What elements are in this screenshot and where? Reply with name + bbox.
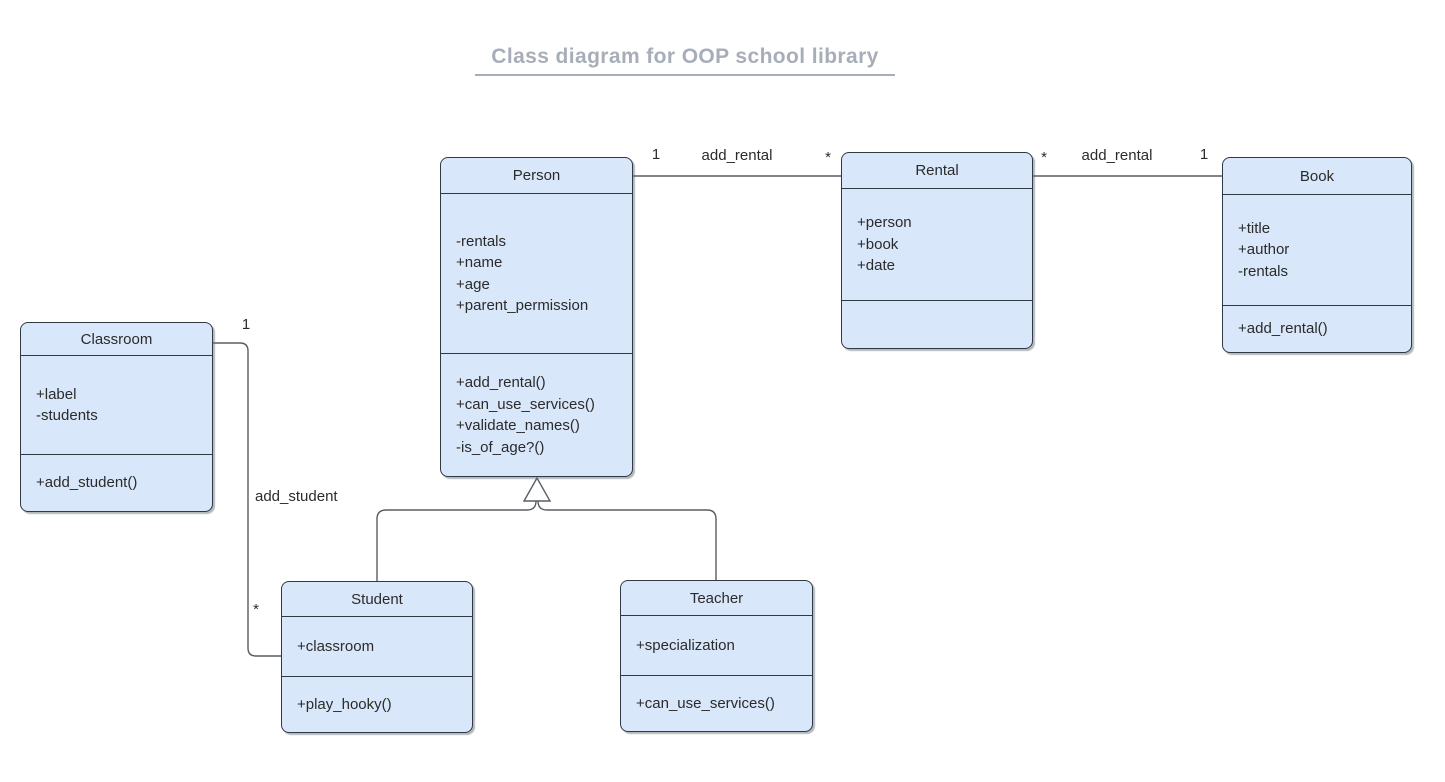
association-label-rental-book: add_rental	[1081, 147, 1153, 164]
multiplicity-student-end: *	[253, 601, 259, 618]
class-rental-methods	[842, 300, 1032, 348]
class-teacher-name: Teacher	[621, 581, 812, 616]
attribute-line: -students	[36, 407, 98, 424]
multiplicity-rental-end: *	[825, 149, 831, 166]
multiplicity-book-end: 1	[1199, 146, 1209, 163]
method-line: +add_rental()	[456, 374, 546, 391]
method-line: +play_hooky()	[297, 695, 392, 713]
class-person-name: Person	[441, 158, 632, 194]
inheritance-branch-teacher	[537, 500, 717, 580]
attribute-line: +date	[857, 257, 895, 275]
method-line: +add_rental()	[1238, 320, 1328, 338]
attribute-line: +person	[857, 214, 912, 232]
class-person-methods: +add_rental() +can_use_services() +valid…	[441, 353, 632, 476]
method-line: +can_use_services()	[636, 694, 775, 712]
method-line: +add_student()	[36, 474, 138, 492]
attribute-line: +book	[857, 235, 899, 253]
method-line: +can_use_services()	[456, 395, 595, 413]
attribute-line: -rentals	[1238, 262, 1289, 280]
attribute-line: +name	[456, 254, 503, 271]
association-label-classroom-student: add_student	[255, 488, 338, 505]
attribute-line: +age	[456, 275, 490, 293]
inheritance-branch-student	[376, 500, 537, 581]
association-classroom-student	[213, 342, 281, 657]
class-person: Person -rentals +name +age +parent_permi…	[440, 157, 633, 477]
class-book-attributes: +title +author -rentals	[1223, 195, 1411, 305]
multiplicity-person-end: 1	[651, 146, 661, 163]
multiplicity-rental-end-2: *	[1041, 149, 1047, 166]
attribute-line: -rentals	[456, 232, 507, 250]
class-rental-name: Rental	[842, 153, 1032, 189]
method-line: +validate_names()	[456, 417, 580, 434]
class-classroom: Classroom +label -students +add_student(…	[20, 322, 213, 512]
class-person-attributes: -rentals +name +age +parent_permission	[441, 194, 632, 353]
attribute-line: +specialization	[636, 636, 735, 654]
class-student-name: Student	[282, 582, 472, 617]
class-classroom-name: Classroom	[21, 323, 212, 356]
attribute-line: +parent_permission	[456, 297, 589, 314]
class-book-methods: +add_rental()	[1223, 305, 1411, 352]
class-teacher: Teacher +specialization +can_use_service…	[620, 580, 813, 732]
inheritance-triangle-icon	[522, 476, 552, 502]
class-teacher-methods: +can_use_services()	[621, 675, 812, 731]
attribute-line: +title	[1238, 219, 1271, 237]
class-student-methods: +play_hooky()	[282, 676, 472, 732]
class-classroom-methods: +add_student()	[21, 454, 212, 511]
class-teacher-attributes: +specialization	[621, 616, 812, 675]
method-line: -is_of_age?()	[456, 438, 545, 456]
class-student: Student +classroom +play_hooky()	[281, 581, 473, 733]
class-classroom-attributes: +label -students	[21, 356, 212, 454]
class-book-name: Book	[1223, 158, 1411, 195]
class-rental-attributes: +person +book +date	[842, 189, 1032, 300]
diagram-title: Class diagram for OOP school library	[475, 45, 895, 76]
attribute-line: +label	[36, 385, 77, 403]
association-label-person-rental: add_rental	[701, 147, 773, 164]
multiplicity-classroom-end: 1	[241, 316, 251, 333]
class-student-attributes: +classroom	[282, 617, 472, 676]
attribute-line: +author	[1238, 241, 1290, 259]
class-rental: Rental +person +book +date	[841, 152, 1033, 349]
attribute-line: +classroom	[297, 637, 375, 655]
class-book: Book +title +author -rentals +add_rental…	[1222, 157, 1412, 353]
